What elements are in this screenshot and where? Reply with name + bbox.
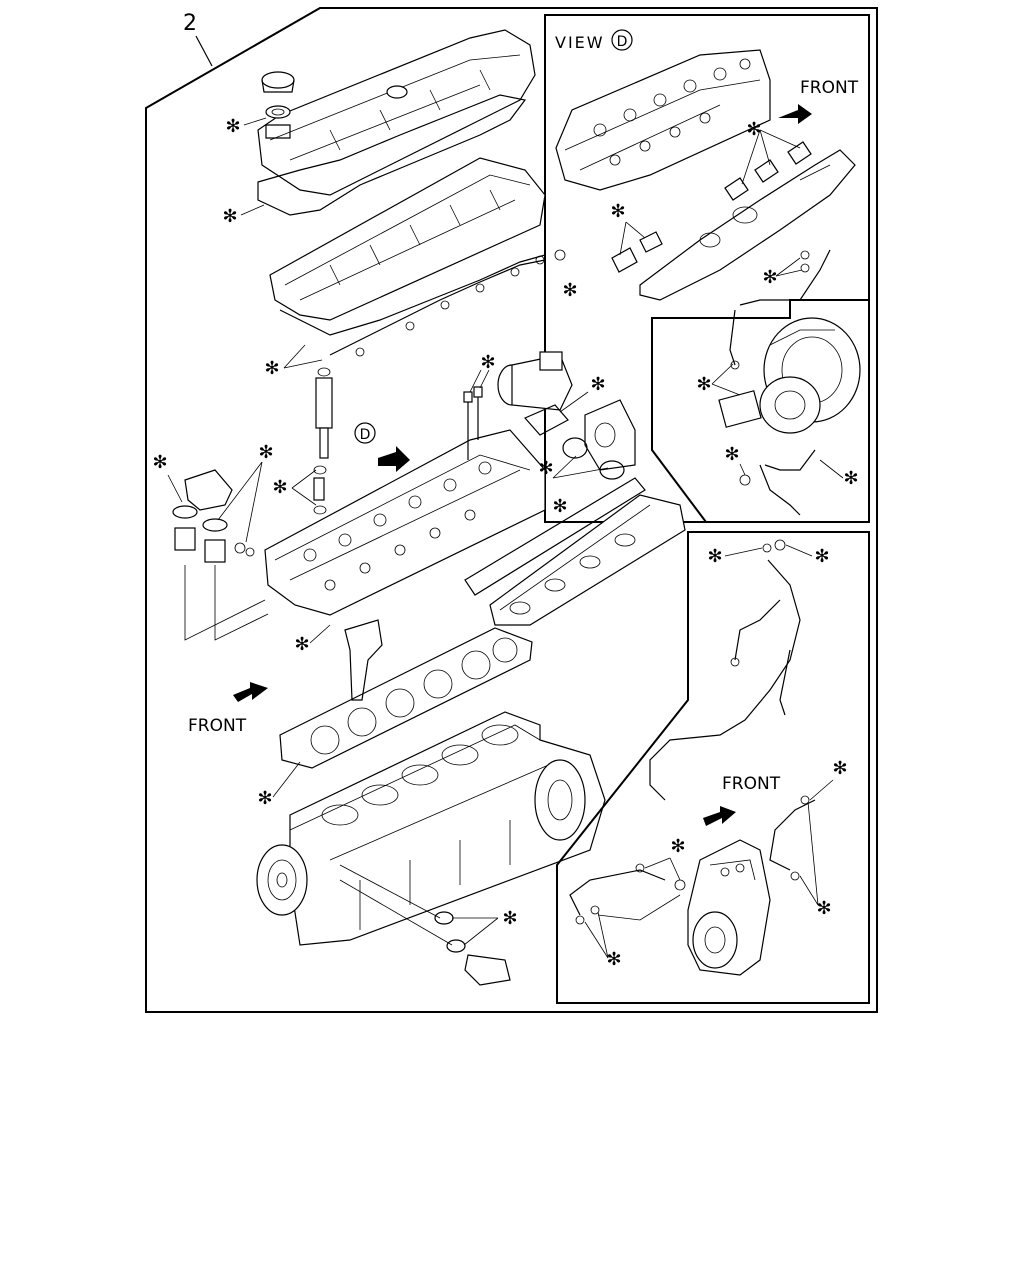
asterisk-leaders <box>167 117 844 959</box>
asterisk-marker: ✻ <box>590 374 605 395</box>
turbo-subframe <box>651 299 870 523</box>
main-view-d-circle <box>354 422 376 444</box>
camshaft-carrier <box>269 157 546 321</box>
main-view-d-marker: D <box>360 427 371 443</box>
front-label-pump: FRONT <box>722 774 781 794</box>
asterisk-marker: ✻ <box>816 898 831 919</box>
asterisk-marker: ✻ <box>257 788 272 809</box>
view-d-label: VIEW <box>555 33 605 52</box>
turbo-oil-lines <box>729 249 831 516</box>
valve-cover-gasket <box>257 94 527 216</box>
leader-lines <box>184 565 269 641</box>
thermostat-housing <box>172 469 255 563</box>
front-label-main: FRONT <box>188 716 247 736</box>
callout-number: 2 <box>183 11 197 36</box>
asterisk-marker: ✻ <box>670 836 685 857</box>
front-label-view-d: FRONT <box>800 78 859 98</box>
asterisk-marker: ✻ <box>225 116 240 137</box>
adapter-gasket-1 <box>562 437 588 459</box>
water-pump-seal <box>339 864 511 986</box>
fuel-injector <box>313 367 333 515</box>
asterisk-marker: ✻ <box>707 546 722 567</box>
pump-feed-pipes <box>569 795 816 925</box>
cylinder-head-gasket <box>279 627 533 769</box>
view-d-cylinder-head <box>555 49 771 191</box>
asterisk-marker: ✻ <box>502 908 517 929</box>
intake-manifold-gasket <box>464 477 646 596</box>
asterisk-marker: ✻ <box>258 442 273 463</box>
asterisk-markers: ✻ ✻ ✻ ✻ ✻ ✻ ✻ ✻ ✻ ✻ ✻ ✻ ✻ ✻ ✻ ✻ ✻ ✻ ✻ ✻ … <box>152 116 858 970</box>
valve-cover <box>257 29 536 196</box>
throttle-body <box>497 351 573 411</box>
inset-pump-frame <box>556 531 870 1004</box>
asterisk-marker: ✻ <box>746 119 761 140</box>
view-d-exhaust-manifold <box>639 149 856 301</box>
cylinder-block <box>289 711 606 946</box>
crankshaft-pulley <box>256 844 308 916</box>
front-arrow-view-d <box>778 104 812 124</box>
main-frame <box>145 7 878 1013</box>
asterisk-marker: ✻ <box>552 496 567 517</box>
asterisk-marker: ✻ <box>480 352 495 373</box>
intake-manifold <box>489 494 686 626</box>
view-d-exhaust-gaskets <box>611 141 812 273</box>
asterisk-marker: ✻ <box>610 201 625 222</box>
asterisk-marker: ✻ <box>832 758 847 779</box>
asterisk-marker: ✻ <box>222 206 237 227</box>
view-d-direction-arrow <box>378 446 410 472</box>
asterisk-marker: ✻ <box>538 458 553 479</box>
adapter-gasket-2 <box>599 460 625 480</box>
intake-adapter <box>584 399 636 471</box>
front-arrow-main <box>233 682 268 702</box>
injector-leak-off-pipe <box>329 249 566 357</box>
asterisk-marker: ✻ <box>696 374 711 395</box>
asterisk-marker: ✻ <box>294 634 309 655</box>
asterisk-marker: ✻ <box>606 949 621 970</box>
injection-pump <box>687 839 771 976</box>
view-d-circle <box>611 29 633 51</box>
fuel-return-pipe <box>649 539 801 801</box>
asterisk-marker: ✻ <box>814 546 829 567</box>
asterisk-marker: ✻ <box>562 280 577 301</box>
front-arrow-pump <box>703 806 736 826</box>
view-d-marker: D <box>617 34 628 50</box>
asterisk-marker: ✻ <box>843 468 858 489</box>
water-outlet-pipe <box>344 619 383 701</box>
asterisk-marker: ✻ <box>272 477 287 498</box>
asterisk-marker: ✻ <box>152 452 167 473</box>
throttle-gasket <box>524 404 569 436</box>
callout-leader <box>195 35 213 67</box>
carrier-gasket <box>279 254 546 336</box>
head-bolts <box>463 386 483 460</box>
asterisk-marker: ✻ <box>264 358 279 379</box>
oil-filler-cap <box>261 71 295 139</box>
asterisk-marker: ✻ <box>724 444 739 465</box>
turbocharger <box>718 317 861 434</box>
cylinder-head <box>264 429 546 616</box>
asterisk-marker: ✻ <box>762 267 777 288</box>
